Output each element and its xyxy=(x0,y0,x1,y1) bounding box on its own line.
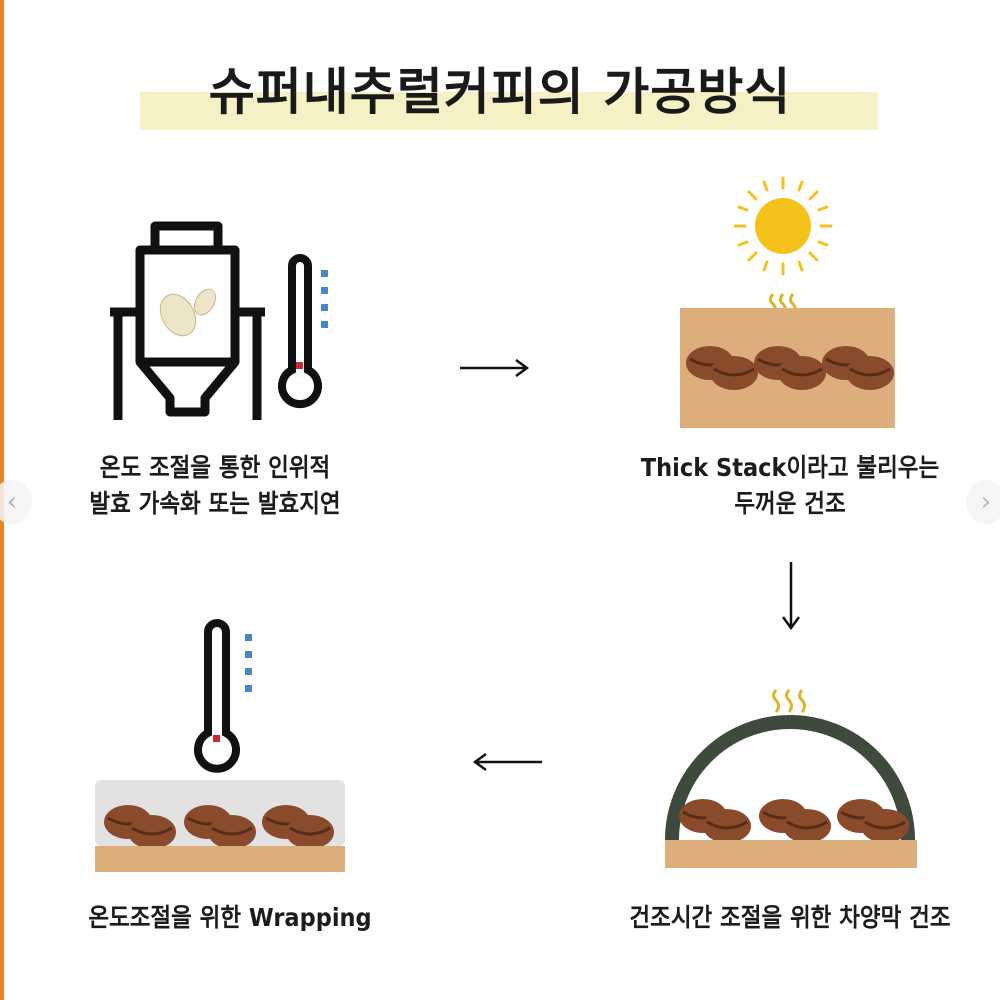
green-bean-icon xyxy=(194,288,216,316)
drying-base xyxy=(665,840,917,868)
shade-net-dome xyxy=(665,715,915,841)
caption-line: 발효 가속화 또는 발효지연 xyxy=(89,489,341,518)
step-1-caption: 온도 조절을 통한 인위적 발효 가속화 또는 발효지연 xyxy=(49,450,382,522)
step-4-caption: 온도조절을 위한 Wrapping xyxy=(88,903,372,932)
carousel-prev-button[interactable]: ‹ xyxy=(0,480,32,524)
thermometer-icon xyxy=(278,254,328,409)
title-highlight xyxy=(140,92,878,130)
step-3-caption: 건조시간 조절을 위한 차양막 건조 xyxy=(629,903,951,932)
step-2-caption: Thick Stack이라고 불리우는 두꺼운 건조 xyxy=(619,450,961,522)
green-bean-icon xyxy=(159,293,197,337)
arrow-right-icon xyxy=(460,358,530,378)
wrapping-base xyxy=(95,846,345,872)
carousel-next-button[interactable]: › xyxy=(966,480,1000,524)
caption-line: Thick Stack이라고 불리우는 xyxy=(640,453,940,482)
arrow-down-icon xyxy=(781,562,801,631)
heat-waves-icon xyxy=(772,689,806,713)
sun-icon xyxy=(733,176,833,276)
arrow-left-icon xyxy=(472,752,542,772)
caption-line: 두꺼운 건조 xyxy=(734,489,846,518)
fermenter-icon xyxy=(110,221,265,420)
caption-line: 온도 조절을 통한 인위적 xyxy=(99,453,331,482)
page-title: 슈퍼내추럴커피의 가공방식 xyxy=(208,63,792,121)
thermometer-icon xyxy=(194,619,252,773)
